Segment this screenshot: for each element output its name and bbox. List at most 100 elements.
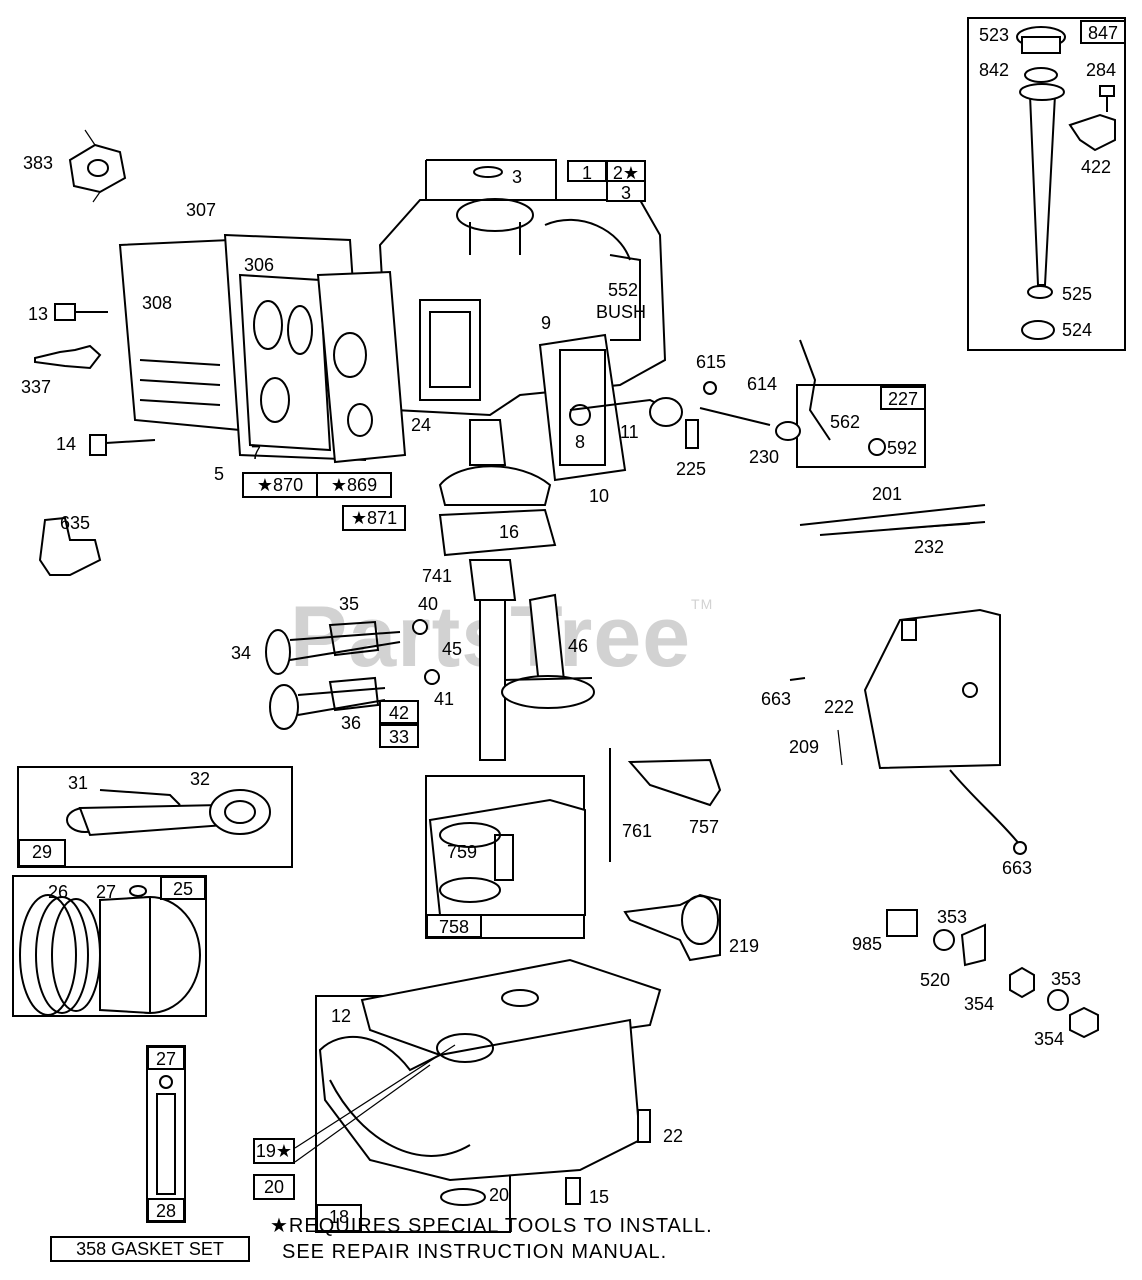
label-16: 16 (499, 522, 520, 542)
label-26: 26 (48, 882, 69, 902)
label-523: 523 (979, 25, 1010, 45)
box-1: 1 (567, 160, 607, 183)
label-222: 222 (824, 697, 855, 717)
governor-gear (623, 893, 721, 962)
label-209: 209 (789, 737, 820, 757)
box-3: 3 (606, 180, 646, 203)
label-337: 337 (21, 377, 52, 397)
label-9: 9 (541, 313, 552, 333)
box-27: 27 (147, 1046, 185, 1070)
label-230: 230 (749, 447, 780, 467)
label-552: 552 (608, 280, 639, 300)
label-615: 615 (696, 352, 727, 372)
label-8: 8 (575, 432, 586, 452)
footnote-line-2: SEE REPAIR INSTRUCTION MANUAL. (282, 1241, 668, 1263)
label-46: 46 (568, 636, 589, 656)
label-27-piston: 27 (96, 882, 117, 902)
crankshaft (438, 419, 557, 761)
label-562: 562 (830, 412, 861, 432)
hardware-nuts (886, 909, 1099, 1039)
box-28: 28 (147, 1198, 185, 1222)
connecting-rod-group-frame (17, 766, 293, 868)
box-870: ★870 (242, 472, 318, 498)
label-757: 757 (689, 817, 720, 837)
label-524: 524 (1062, 320, 1093, 340)
camshaft (501, 593, 595, 709)
label-225: 225 (676, 459, 707, 479)
box-25: 25 (160, 876, 206, 900)
valves (265, 619, 440, 730)
label-11: 11 (620, 422, 639, 442)
label-40: 40 (418, 594, 439, 614)
label-741: 741 (422, 566, 453, 586)
piston-rings (19, 885, 201, 1016)
label-307: 307 (186, 200, 217, 220)
footnote-line-1: ★REQUIRES SPECIAL TOOLS TO INSTALL. (270, 1215, 713, 1237)
label-5: 5 (214, 464, 225, 484)
ignition-module (789, 608, 1027, 855)
cylinder-heads (118, 233, 407, 464)
label-34: 34 (231, 643, 252, 663)
label-24: 24 (411, 415, 432, 435)
label-22: 22 (663, 1126, 684, 1146)
governor-bracket (428, 748, 722, 916)
dipstick (1016, 26, 1116, 340)
piston-group-frame (12, 875, 207, 1017)
label-3: 3 (512, 167, 523, 187)
oil-sump (294, 958, 662, 1206)
label-520: 520 (920, 970, 951, 990)
label-306: 306 (244, 255, 275, 275)
label-14: 14 (56, 434, 77, 454)
box-19: 19★ (253, 1138, 295, 1164)
choke-rods (799, 504, 986, 536)
label-31: 31 (68, 773, 89, 793)
label-41: 41 (434, 689, 455, 709)
label-383: 383 (23, 153, 54, 173)
label-15: 15 (589, 1187, 610, 1207)
label-284: 284 (1086, 60, 1117, 80)
label-759: 759 (447, 842, 478, 862)
label-20-washer: 20 (489, 1185, 510, 1205)
label-354-right: 354 (1034, 1029, 1065, 1049)
label-663-top: 663 (761, 689, 792, 709)
box-847: 847 (1080, 20, 1126, 44)
label-10: 10 (589, 486, 610, 506)
label-663-bottom: 663 (1002, 858, 1033, 878)
label-842: 842 (979, 60, 1010, 80)
label-35: 35 (339, 594, 360, 614)
box-227: 227 (880, 386, 926, 410)
label-7: 7 (251, 443, 262, 463)
label-635: 635 (60, 513, 91, 533)
label-308: 308 (142, 293, 173, 313)
tool-383 (68, 129, 127, 203)
box-869: ★869 (316, 472, 392, 498)
label-232: 232 (914, 537, 945, 557)
connecting-rod (66, 789, 271, 837)
box-758: 758 (426, 914, 482, 938)
box-42: 42 (379, 700, 419, 724)
label-36: 36 (341, 713, 362, 733)
label-614: 614 (747, 374, 778, 394)
label-354-left: 354 (964, 994, 995, 1014)
label-13: 13 (28, 304, 49, 324)
label-bush: BUSH (596, 302, 647, 322)
label-219: 219 (729, 936, 760, 956)
label-201: 201 (872, 484, 903, 504)
breather (538, 333, 683, 482)
block-callout (425, 159, 557, 201)
label-12: 12 (331, 1006, 352, 1026)
label-353-bottom: 353 (1051, 969, 1082, 989)
box-20: 20 (253, 1174, 295, 1200)
spark-boot (38, 516, 102, 576)
label-761: 761 (622, 821, 653, 841)
label-592: 592 (887, 438, 918, 458)
box-33: 33 (379, 724, 419, 748)
piston-pin (156, 1075, 176, 1215)
dipstick-group-frame (967, 17, 1126, 351)
label-353-top: 353 (937, 907, 968, 927)
governor-linkage (685, 339, 886, 456)
box-29: 29 (18, 839, 66, 867)
label-45: 45 (442, 639, 463, 659)
